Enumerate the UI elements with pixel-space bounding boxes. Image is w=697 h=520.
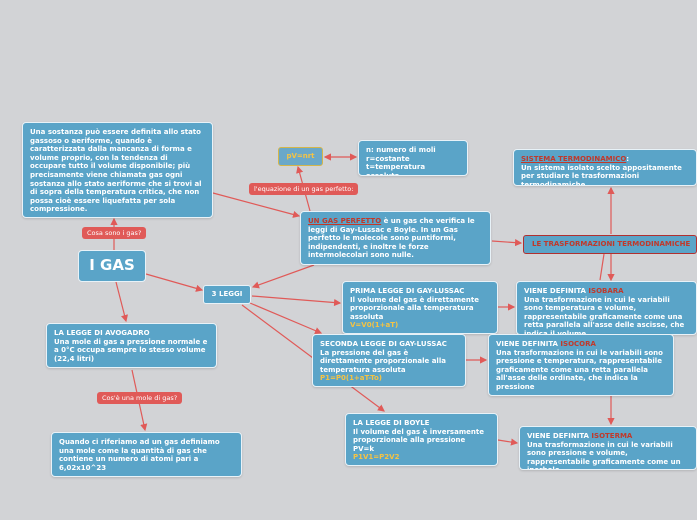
seconda-heading: SECONDA LEGGE DI GAY-LUSSAC [320, 340, 447, 348]
node-definizione-gas-text: Una sostanza può essere definita allo st… [30, 128, 202, 214]
isocora-text: Una trasformazione in cui le variabili s… [496, 348, 663, 391]
node-isocora[interactable]: VIENE DEFINITA ISOCORA Una trasformazion… [488, 334, 674, 396]
isoterma-key: ISOTERMA [591, 432, 633, 440]
isoterma-text: Una trasformazione in cui le variabili s… [527, 440, 681, 469]
isobara-key: ISOBARA [588, 287, 624, 295]
node-definizione-gas[interactable]: Una sostanza può essere definita allo st… [22, 122, 213, 218]
isobara-text: Una trasformazione in cui le variabili s… [524, 295, 685, 335]
link-perfetto-leggi [251, 264, 315, 289]
link-igas-avogadro [115, 281, 128, 323]
node-tre-leggi[interactable]: 3 LEGGI [203, 285, 251, 304]
label-equazione-gas-perfetto[interactable]: l'equazione di un gas perfetto: [249, 183, 359, 195]
node-prima-legge-gay-lussac[interactable]: PRIMA LEGGE DI GAY-LUSSAC Il volume del … [342, 281, 498, 334]
gas-perfetto-text: è un gas che verifica le leggi di Gay-Lu… [308, 217, 475, 260]
node-seconda-legge-gay-lussac[interactable]: SECONDA LEGGE DI GAY-LUSSAC La pressione… [312, 334, 466, 387]
node-trasformazioni-termodinamiche[interactable]: LE TRASFORMAZIONI TERMODINAMICHE [523, 235, 697, 254]
boyle-pvk: PV=k [353, 444, 375, 453]
legenda-t: t=temperatura assoluta [366, 163, 426, 176]
link-trasf-isobara-2 [599, 253, 605, 281]
legenda-r: r=costante [366, 154, 410, 163]
gas-perfetto-heading: UN GAS PERFETTO [308, 217, 382, 225]
avogadro-heading: LA LEGGE DI AVOGADRO [54, 329, 150, 337]
boyle-heading: LA LEGGE DI BOYLE [353, 419, 430, 427]
boyle-text: Il volume del gas è inversamente proporz… [353, 427, 484, 445]
isocora-key: ISOCORA [560, 340, 596, 348]
sistema-heading: SISTEMA TERMODINAMICO [521, 155, 627, 163]
node-gas-perfetto[interactable]: UN GAS PERFETTO è un gas che verifica le… [300, 211, 491, 265]
mole-text: Quando ci riferiamo ad un gas definiamo … [59, 438, 220, 472]
node-isoterma[interactable]: VIENE DEFINITA ISOTERMA Una trasformazio… [519, 426, 697, 470]
seconda-formula: P1=P0(1+aT-To) [320, 374, 383, 383]
link-perfetto-trasf [491, 238, 523, 247]
node-legge-boyle[interactable]: LA LEGGE DI BOYLE Il volume del gas è in… [345, 413, 498, 466]
boyle-formula: P1V1=P2V2 [353, 453, 400, 462]
prima-text: Il volume del gas è direttamente proporz… [350, 295, 479, 321]
seconda-text: La pressione del gas è direttamente prop… [320, 348, 446, 374]
prima-formula: V=V0(1+aT) [350, 321, 399, 330]
label-cose-una-mole[interactable]: Cos'è una mole di gas? [97, 392, 183, 404]
central-topic-i-gas[interactable]: I GAS [78, 250, 146, 282]
node-definizione-mole[interactable]: Quando ci riferiamo ad un gas definiamo … [51, 432, 242, 477]
link-boyle-isoterma [497, 438, 519, 446]
node-legenda-formula[interactable]: n: numero di moli r=costante t=temperatu… [358, 140, 468, 176]
node-formula-pvnrt[interactable]: pV=nrt [278, 147, 323, 166]
prima-heading: PRIMA LEGGE DI GAY-LUSSAC [350, 287, 465, 295]
link-igas-leggi [145, 273, 204, 292]
legenda-n: n: numero di moli [366, 146, 436, 154]
node-sistema-termodinamico[interactable]: SISTEMA TERMODINAMICO: Un sistema isolat… [513, 149, 697, 186]
sistema-text: Un sistema isolato scelto appositamente … [521, 163, 682, 186]
link-sostanza-perfetto [212, 192, 301, 218]
link-leggi-prima [251, 295, 342, 307]
sistema-colon: : [626, 155, 630, 163]
isobara-pre: VIENE DEFINITA [524, 287, 589, 295]
isoterma-pre: VIENE DEFINITA [527, 432, 592, 440]
node-isobara[interactable]: VIENE DEFINITA ISOBARA Una trasformazion… [516, 281, 697, 335]
link-leggi-seconda [249, 302, 323, 334]
isocora-pre: VIENE DEFINITA [496, 340, 561, 348]
node-legge-avogadro[interactable]: LA LEGGE DI AVOGADRO Una mole di gas a p… [46, 323, 217, 368]
label-cosa-sono-i-gas[interactable]: Cosa sono i gas? [82, 227, 147, 239]
avogadro-text: Una mole di gas a pressione normale e a … [54, 337, 208, 363]
